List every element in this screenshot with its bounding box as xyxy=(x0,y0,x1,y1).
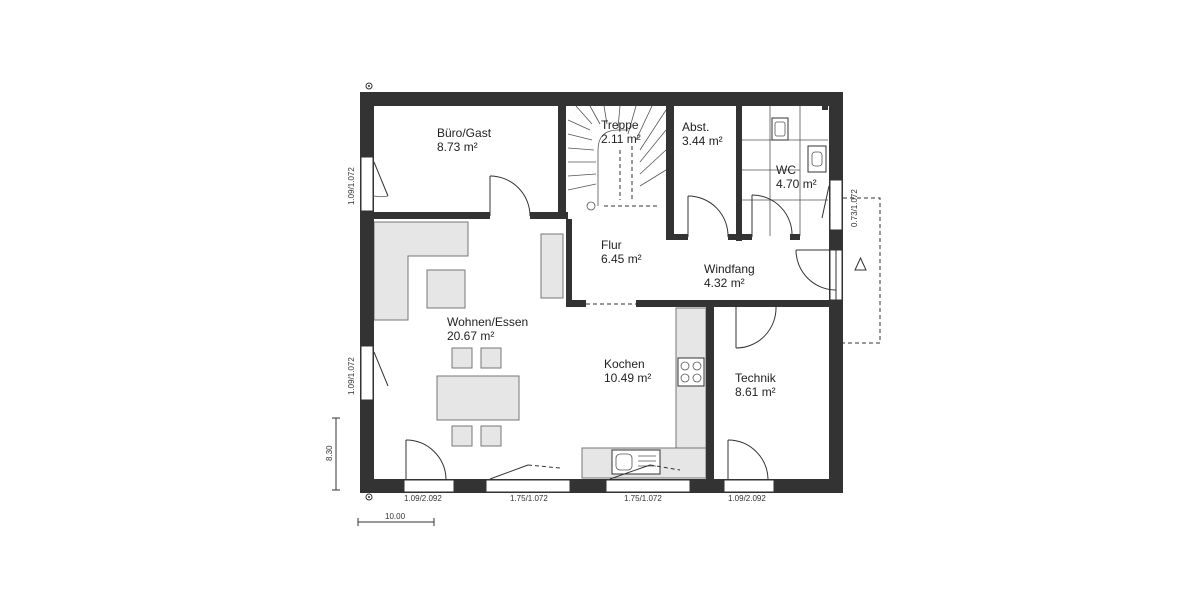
room-treppe: Treppe 2.11 m² xyxy=(601,118,641,146)
room-name: Kochen xyxy=(604,357,645,371)
sideboard xyxy=(540,233,564,299)
room-name: Abst. xyxy=(682,120,709,134)
armchair xyxy=(426,269,466,309)
room-area: 6.45 m² xyxy=(601,252,642,266)
room-area: 4.70 m² xyxy=(776,177,817,191)
door-buero[interactable] xyxy=(489,175,531,217)
window-swing-bottom-1 xyxy=(405,439,447,480)
dimension-width-label: 10.00 xyxy=(385,512,406,521)
window-label-bottom-2: 1.75/1.072 xyxy=(510,494,548,503)
window-swing-bottom-2 xyxy=(489,464,561,480)
door-abst[interactable] xyxy=(687,195,729,238)
room-kochen: Kochen 10.49 m² xyxy=(604,357,651,385)
window-label-bottom-1: 1.09/2.092 xyxy=(404,494,442,503)
room-buero-gast: Büro/Gast 8.73 m² xyxy=(437,126,492,154)
washbasin-icon xyxy=(771,117,789,141)
north-marker-icon xyxy=(365,82,373,90)
room-technik: Technik 8.61 m² xyxy=(735,371,777,399)
toilet-icon xyxy=(807,145,827,173)
window-label-left-upper: 1.09/1.072 xyxy=(347,167,356,205)
room-area: 2.11 m² xyxy=(601,132,641,146)
room-area: 10.49 m² xyxy=(604,371,651,385)
room-area: 4.32 m² xyxy=(704,276,745,290)
corner-marker-icon xyxy=(365,493,373,501)
room-wohnen-essen: Wohnen/Essen 20.67 m² xyxy=(447,315,528,343)
room-area: 20.67 m² xyxy=(447,329,494,343)
window-label-bottom-3: 1.75/1.072 xyxy=(624,494,662,503)
door-wc[interactable] xyxy=(751,194,793,238)
window-label-wc: 0.73/1.072 xyxy=(850,189,859,227)
room-area: 8.73 m² xyxy=(437,140,478,154)
room-name: Treppe xyxy=(601,118,639,132)
room-name: Technik xyxy=(735,371,777,385)
dimension-height-label: 8.30 xyxy=(325,445,334,461)
window-swing-left-upper xyxy=(373,161,389,198)
room-name: WC xyxy=(776,163,796,177)
door-entrance[interactable] xyxy=(795,249,837,300)
wc-tiles xyxy=(742,106,828,236)
room-windfang: Windfang 4.32 m² xyxy=(704,262,755,290)
room-name: Wohnen/Essen xyxy=(447,315,528,329)
room-wc: WC 4.70 m² xyxy=(776,163,817,191)
room-abst: Abst. 3.44 m² xyxy=(682,120,723,148)
staircase xyxy=(567,105,667,211)
window-label-left-lower: 1.09/1.072 xyxy=(347,357,356,395)
room-area: 3.44 m² xyxy=(682,134,723,148)
window-swing-bottom-4 xyxy=(727,439,769,480)
window-swing-bottom-3 xyxy=(609,464,681,480)
door-technik[interactable] xyxy=(735,306,777,349)
room-name: Windfang xyxy=(704,262,755,276)
wc-corner-marker xyxy=(822,104,828,110)
window-label-bottom-4: 1.09/2.092 xyxy=(728,494,766,503)
room-name: Büro/Gast xyxy=(437,126,492,140)
dimension-height: 8.30 xyxy=(325,417,340,491)
room-name: Flur xyxy=(601,238,622,252)
cooktop-icon xyxy=(677,357,705,387)
window-swing-wc xyxy=(821,185,830,219)
room-area: 8.61 m² xyxy=(735,385,776,399)
dining-table xyxy=(436,347,520,447)
room-flur: Flur 6.45 m² xyxy=(601,238,642,266)
dimension-width: 10.00 xyxy=(357,512,435,526)
window-swing-left-lower xyxy=(373,351,389,387)
entrance-arrow-icon xyxy=(854,256,867,271)
